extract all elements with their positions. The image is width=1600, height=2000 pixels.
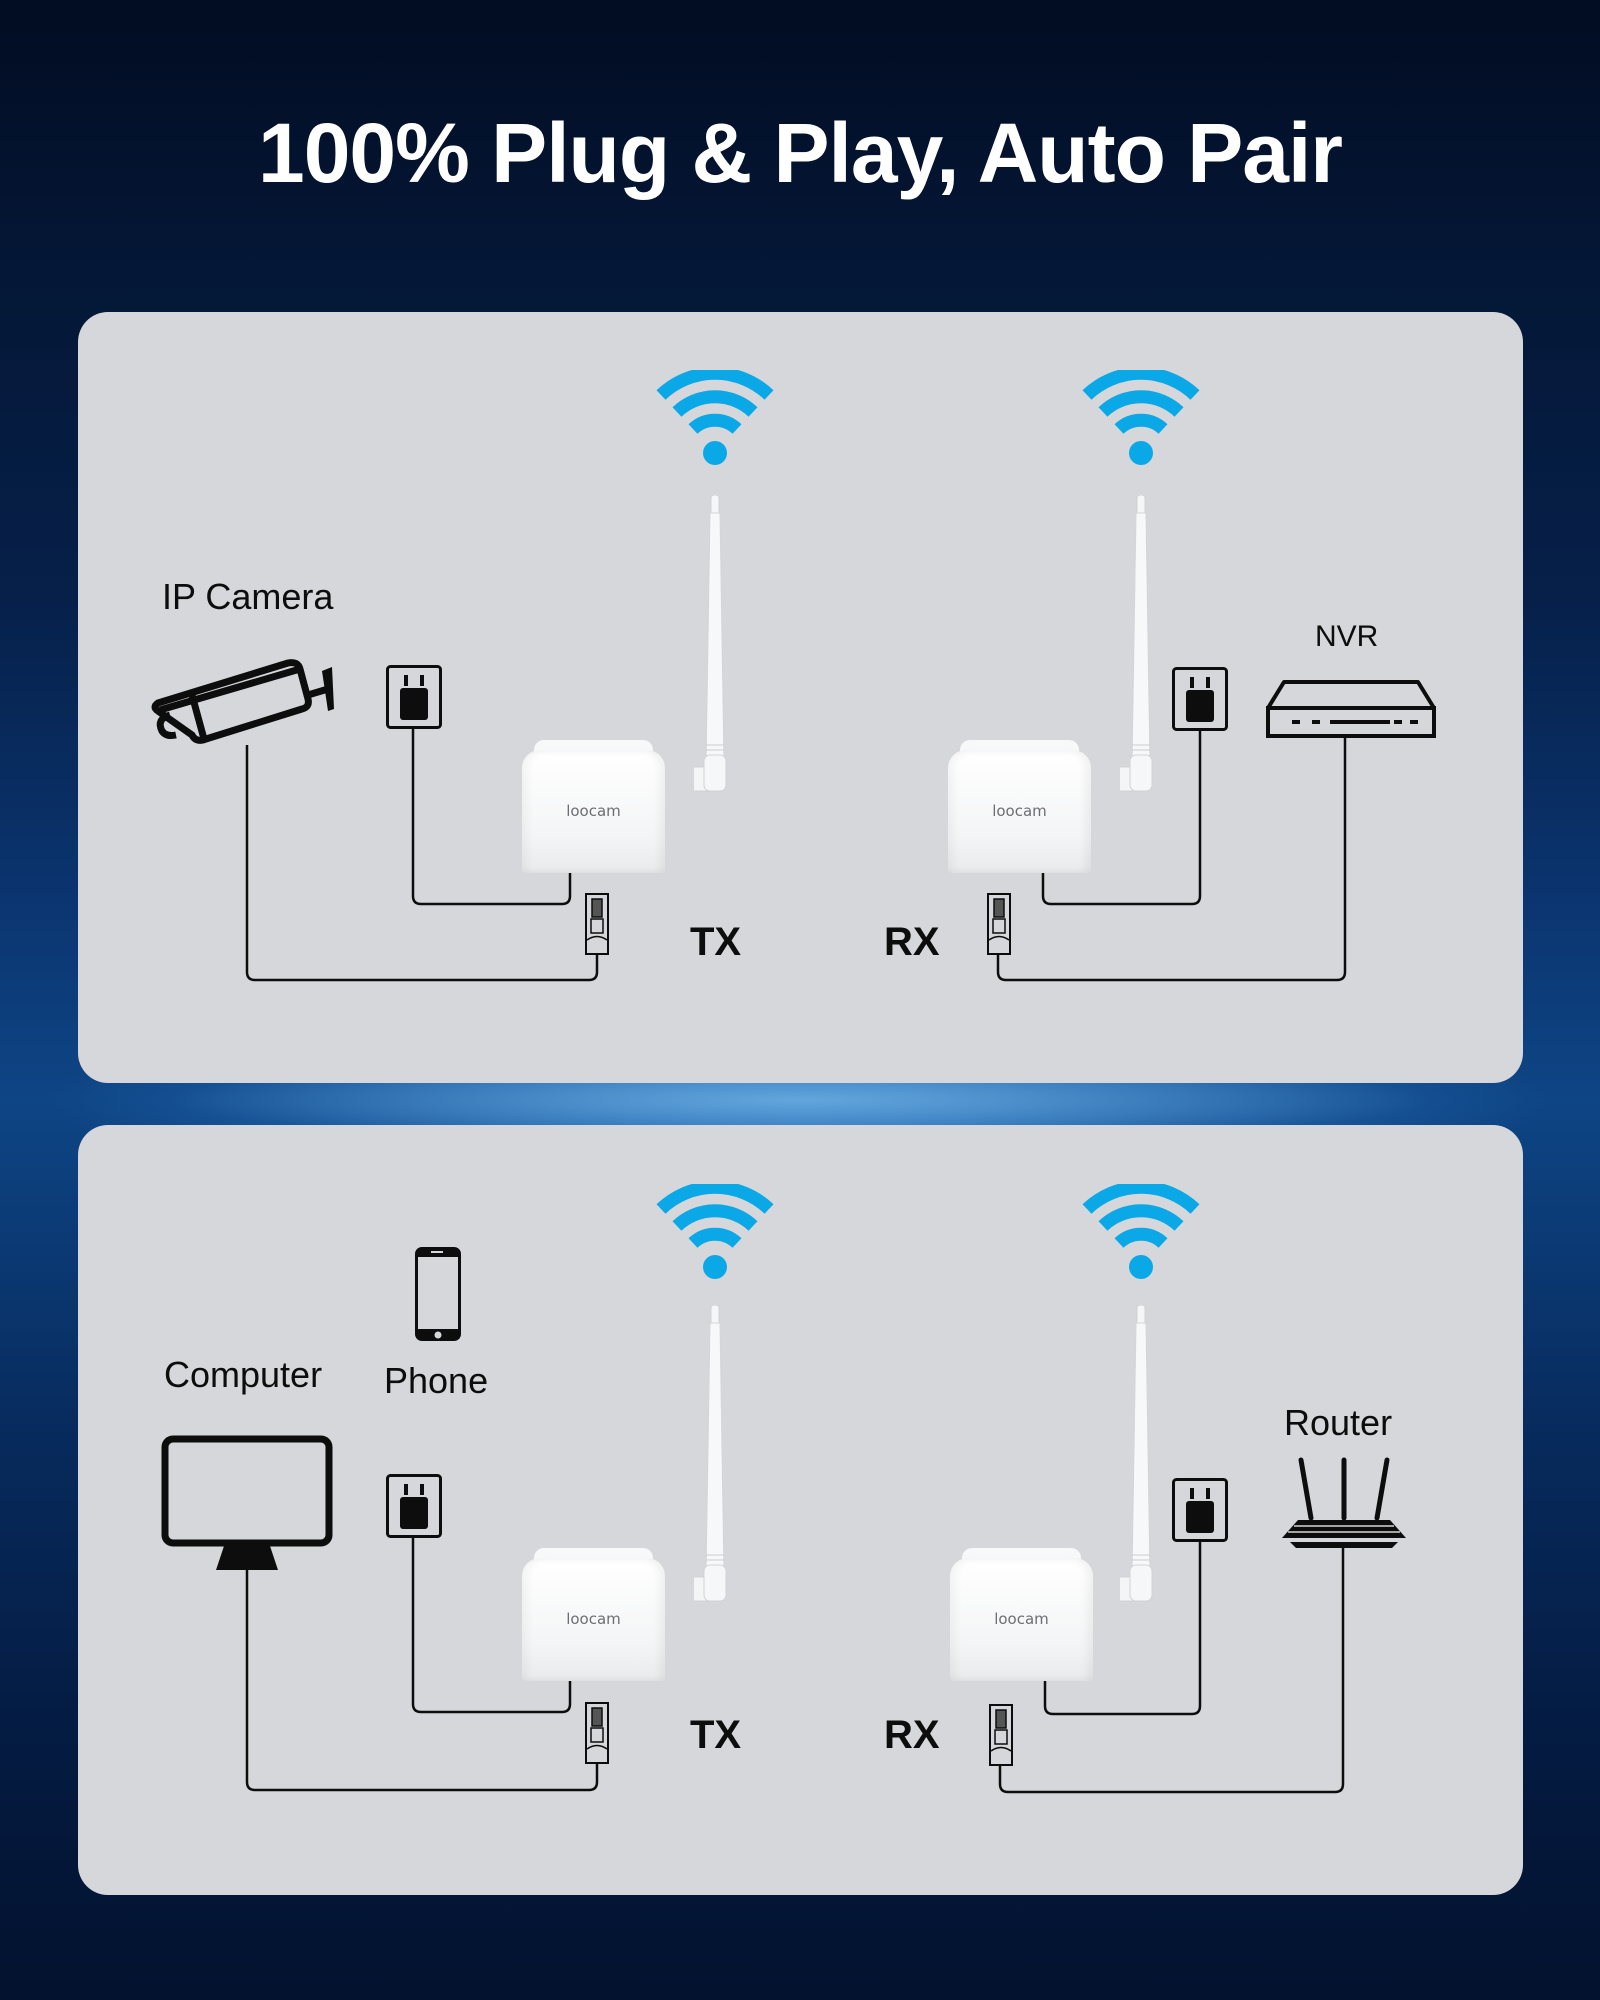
brand-label: loocam <box>992 802 1047 820</box>
monitor-icon <box>161 1435 333 1570</box>
rx-device: loocam <box>950 1548 1093 1681</box>
antenna-icon <box>694 1305 764 1605</box>
rx-device: loocam <box>948 740 1091 873</box>
diagram-panel-ip-camera <box>78 312 1523 1083</box>
page-title: 100% Plug & Play, Auto Pair <box>258 106 1343 200</box>
power-outlet-icon <box>386 1474 442 1538</box>
nvr-icon <box>1266 680 1436 738</box>
diagram-panel-computer-router <box>78 1125 1523 1895</box>
tx-device: loocam <box>522 740 665 873</box>
nvr-label: NVR <box>1315 620 1379 653</box>
rx-label: RX <box>884 1713 940 1757</box>
wifi-icon <box>1081 1184 1201 1279</box>
rx-label: RX <box>884 920 940 964</box>
brand-label: loocam <box>994 1610 1049 1628</box>
router-icon <box>1282 1457 1406 1548</box>
cctv-camera-icon <box>151 659 334 744</box>
ethernet-connector-icon <box>585 1702 609 1764</box>
phone-label: Phone <box>384 1360 489 1401</box>
ip-camera-label: IP Camera <box>162 576 334 617</box>
antenna-icon <box>1120 1305 1190 1605</box>
computer-label: Computer <box>164 1354 323 1395</box>
tx-label: TX <box>690 1713 742 1757</box>
brand-label: loocam <box>566 1610 621 1628</box>
router-label: Router <box>1284 1402 1393 1443</box>
tx-device: loocam <box>522 1548 665 1681</box>
wifi-icon <box>655 1184 775 1279</box>
smartphone-icon <box>415 1247 461 1341</box>
tx-label: TX <box>690 920 742 964</box>
power-outlet-icon <box>1172 1478 1228 1542</box>
brand-label: loocam <box>566 802 621 820</box>
ethernet-connector-icon <box>989 1704 1013 1766</box>
